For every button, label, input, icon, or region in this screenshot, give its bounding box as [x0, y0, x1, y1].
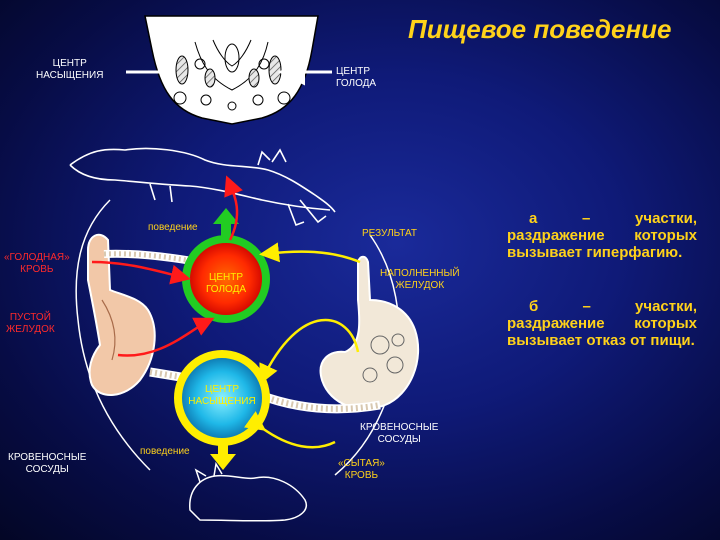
sated-blood-label: «СЫТАЯ» КРОВЬ	[338, 458, 385, 481]
full-stomach-shape	[319, 255, 420, 410]
note-b: б – участки, раздражение которых вызывае…	[507, 298, 697, 349]
marker-a-right: а	[270, 35, 279, 52]
empty-stomach-label: ПУСТОЙ ЖЕЛУДОК	[6, 312, 55, 335]
behavior-top-label: поведение	[148, 222, 198, 233]
green-behavior-arrow	[213, 208, 239, 240]
hunger-center-top-label: ЦЕНТР ГОЛОДА	[336, 66, 377, 89]
result-label: РЕЗУЛЬТАТ	[362, 228, 417, 239]
marker-b-right: б	[258, 84, 264, 95]
blood-vessels-left-label: КРОВЕНОСНЫЕ СОСУДЫ	[8, 452, 87, 475]
behavior-bottom-label: поведение	[140, 446, 190, 457]
satiety-signal-arrows	[243, 242, 361, 449]
satiety-center-label: ЦЕНТР НАСЫЩЕНИЯ	[188, 384, 256, 407]
ventricle-label: ЖЕЛУДОЧЕК	[184, 24, 246, 35]
hypothalamus-section	[144, 15, 319, 125]
hungry-blood-label: «ГОЛОДНАЯ» КРОВЬ	[4, 252, 70, 275]
blood-vessels-right-label: КРОВЕНОСНЫЕ СОСУДЫ	[360, 422, 439, 445]
cat-illustration	[189, 461, 307, 522]
satiety-center-top-label: ЦЕНТР НАСЫЩЕНИЯ	[36, 58, 104, 81]
marker-a-left: а	[176, 35, 185, 52]
hunger-signal-arrows	[91, 175, 243, 357]
page-title: Пищевое поведение	[408, 14, 672, 44]
marker-b-left: б	[200, 84, 206, 95]
note-a: а – участки, раздражение которых вызывае…	[507, 210, 697, 261]
full-stomach-label: НАПОЛНЕННЫЙ ЖЕЛУДОК	[380, 268, 460, 291]
dog-illustration	[69, 147, 336, 227]
hunger-center-label: ЦЕНТР ГОЛОДА	[205, 272, 247, 295]
yellow-behavior-arrow	[210, 442, 236, 470]
